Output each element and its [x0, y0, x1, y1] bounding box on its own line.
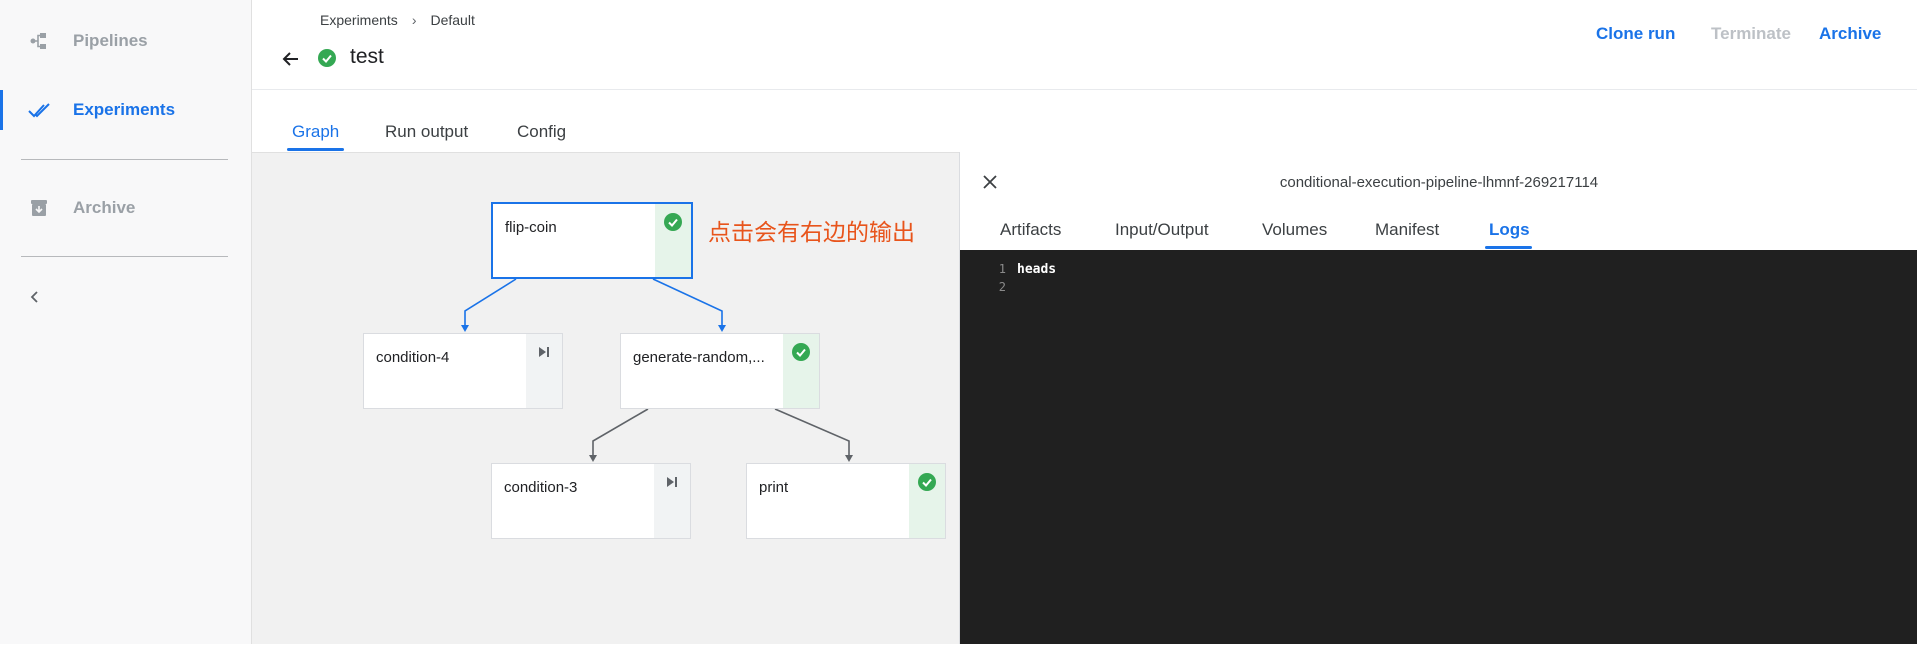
tab-input-output[interactable]: Input/Output: [1115, 220, 1209, 239]
log-viewer[interactable]: 1 heads 2: [960, 250, 1917, 644]
tab-manifest[interactable]: Manifest: [1375, 220, 1440, 239]
pipelines-icon: [27, 29, 51, 53]
skip-next-icon: [662, 472, 682, 492]
node-label: flip-coin: [505, 219, 557, 236]
close-icon[interactable]: [978, 170, 1002, 194]
panel-title: conditional-execution-pipeline-lhmnf-269…: [1279, 174, 1599, 191]
clone-run-button[interactable]: Clone run: [1596, 24, 1676, 43]
graph-node-condition-3[interactable]: condition-3: [491, 463, 691, 539]
tab-logs[interactable]: Logs: [1489, 220, 1530, 239]
run-header: Experiments › Default test Clone run Ter…: [252, 0, 1917, 90]
sidebar-item-pipelines[interactable]: Pipelines: [0, 15, 251, 67]
tab-run-output[interactable]: Run output: [385, 122, 469, 141]
back-arrow-icon[interactable]: [278, 46, 304, 72]
success-check-icon: [663, 212, 683, 232]
tab-artifacts[interactable]: Artifacts: [1000, 220, 1062, 239]
active-tab-indicator: [287, 148, 344, 151]
sidebar-item-label: Pipelines: [73, 31, 148, 50]
breadcrumb-experiments[interactable]: Experiments: [320, 12, 398, 28]
pipeline-graph: flip-coin condition-4 generate-random,..…: [252, 152, 959, 644]
edge-arrow: [718, 325, 726, 332]
page-title: test: [350, 45, 384, 68]
sidebar-item-experiments[interactable]: Experiments: [0, 84, 251, 136]
skip-next-icon: [534, 342, 554, 362]
tab-volumes[interactable]: Volumes: [1262, 220, 1328, 239]
breadcrumb: Experiments › Default: [320, 12, 475, 28]
edge-generate-random-condition-3: [592, 408, 649, 457]
graph-node-generate-random[interactable]: generate-random,...: [620, 333, 820, 409]
success-check-icon: [917, 472, 937, 492]
experiments-icon: [27, 98, 51, 122]
edge-arrow: [845, 455, 853, 462]
sidebar-item-label: Archive: [73, 198, 136, 217]
node-label: condition-3: [504, 479, 578, 496]
node-label: print: [759, 479, 789, 496]
chevron-left-icon[interactable]: [24, 286, 46, 308]
tab-graph[interactable]: Graph: [292, 122, 340, 141]
edge-arrow: [589, 455, 597, 462]
edge-generate-random-print: [774, 408, 850, 457]
terminate-button[interactable]: Terminate: [1711, 24, 1791, 43]
active-tab-indicator: [1485, 246, 1532, 249]
sidebar: Pipelines Experiments Archive: [0, 0, 252, 644]
node-label: generate-random,...: [633, 349, 765, 366]
tab-config[interactable]: Config: [517, 122, 567, 141]
node-label: condition-4: [376, 349, 450, 366]
sidebar-item-label: Experiments: [73, 100, 176, 119]
archive-icon: [27, 196, 51, 220]
success-check-icon: [318, 49, 336, 67]
breadcrumb-separator: ›: [411, 12, 417, 28]
graph-edges: [461, 278, 853, 462]
sidebar-item-archive[interactable]: Archive: [0, 182, 251, 234]
log-line-number: 2: [998, 280, 1006, 294]
log-line-number: 1: [998, 262, 1006, 276]
run-tabs: Graph Run output Config: [252, 90, 1917, 152]
edge-arrow: [461, 325, 469, 332]
log-line: 1 heads: [960, 262, 1917, 280]
breadcrumb-default[interactable]: Default: [430, 12, 475, 28]
node-details-panel: conditional-execution-pipeline-lhmnf-269…: [959, 152, 1917, 644]
success-check-icon: [791, 342, 811, 362]
graph-annotation: 点击会有右边的输出: [708, 219, 915, 245]
graph-node-flip-coin[interactable]: flip-coin: [491, 202, 693, 279]
edge-flip-coin-generate-random: [652, 278, 723, 327]
log-line: 2: [960, 280, 1917, 298]
graph-node-condition-4[interactable]: condition-4: [363, 333, 563, 409]
graph-node-print[interactable]: print: [746, 463, 946, 539]
archive-button[interactable]: Archive: [1819, 24, 1882, 43]
sidebar-divider: [21, 159, 228, 160]
edge-flip-coin-condition-4: [464, 278, 517, 327]
log-line-text: heads: [1017, 262, 1057, 277]
sidebar-divider: [21, 256, 228, 257]
